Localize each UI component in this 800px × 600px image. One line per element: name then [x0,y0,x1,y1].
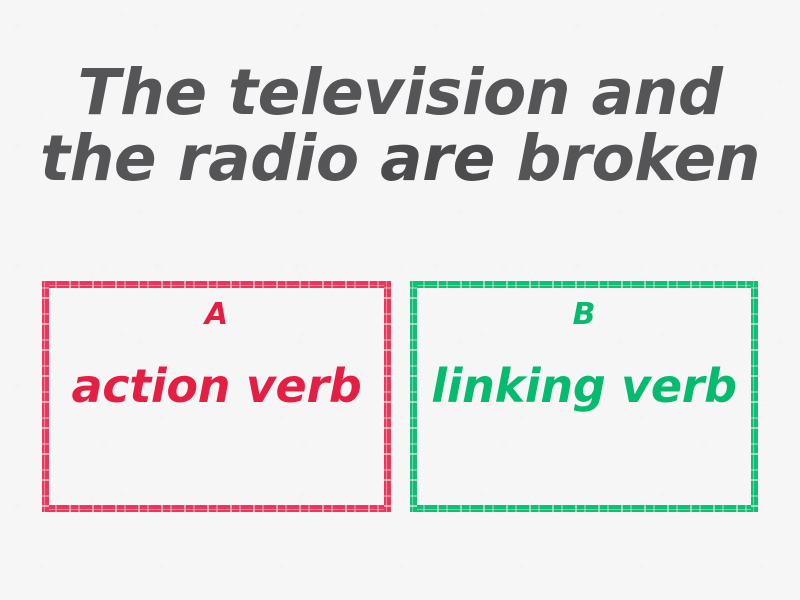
question-emphasis-word: are [380,122,495,196]
question-line-2: the radio are broken [0,127,800,190]
answer-option-b[interactable]: B linking verb [410,281,758,512]
card-a-border-left [42,281,49,512]
card-b-border-bottom [410,505,758,512]
card-b-border-right [751,281,758,512]
card-b-border-left [410,281,417,512]
answer-option-a-letter: A [204,297,229,332]
question-line-1: The television and [77,56,723,129]
answer-option-a-label: action verb [71,359,362,413]
question-line-2-before: the radio [39,122,381,196]
answer-option-a-content: A action verb [49,288,384,505]
card-a-border-right [384,281,391,512]
answer-option-a[interactable]: A action verb [42,281,391,512]
question-line-2-after: broken [494,122,761,196]
card-a-border-top [42,281,391,288]
answer-option-b-content: B linking verb [417,288,751,505]
question-prompt: The television and the radio are broken [0,56,800,191]
card-a-border-bottom [42,505,391,512]
card-b-border-top [410,281,758,288]
answer-options: A action verb B linking verb [42,281,758,512]
answer-option-b-label: linking verb [431,359,737,413]
answer-option-b-letter: B [572,297,596,332]
